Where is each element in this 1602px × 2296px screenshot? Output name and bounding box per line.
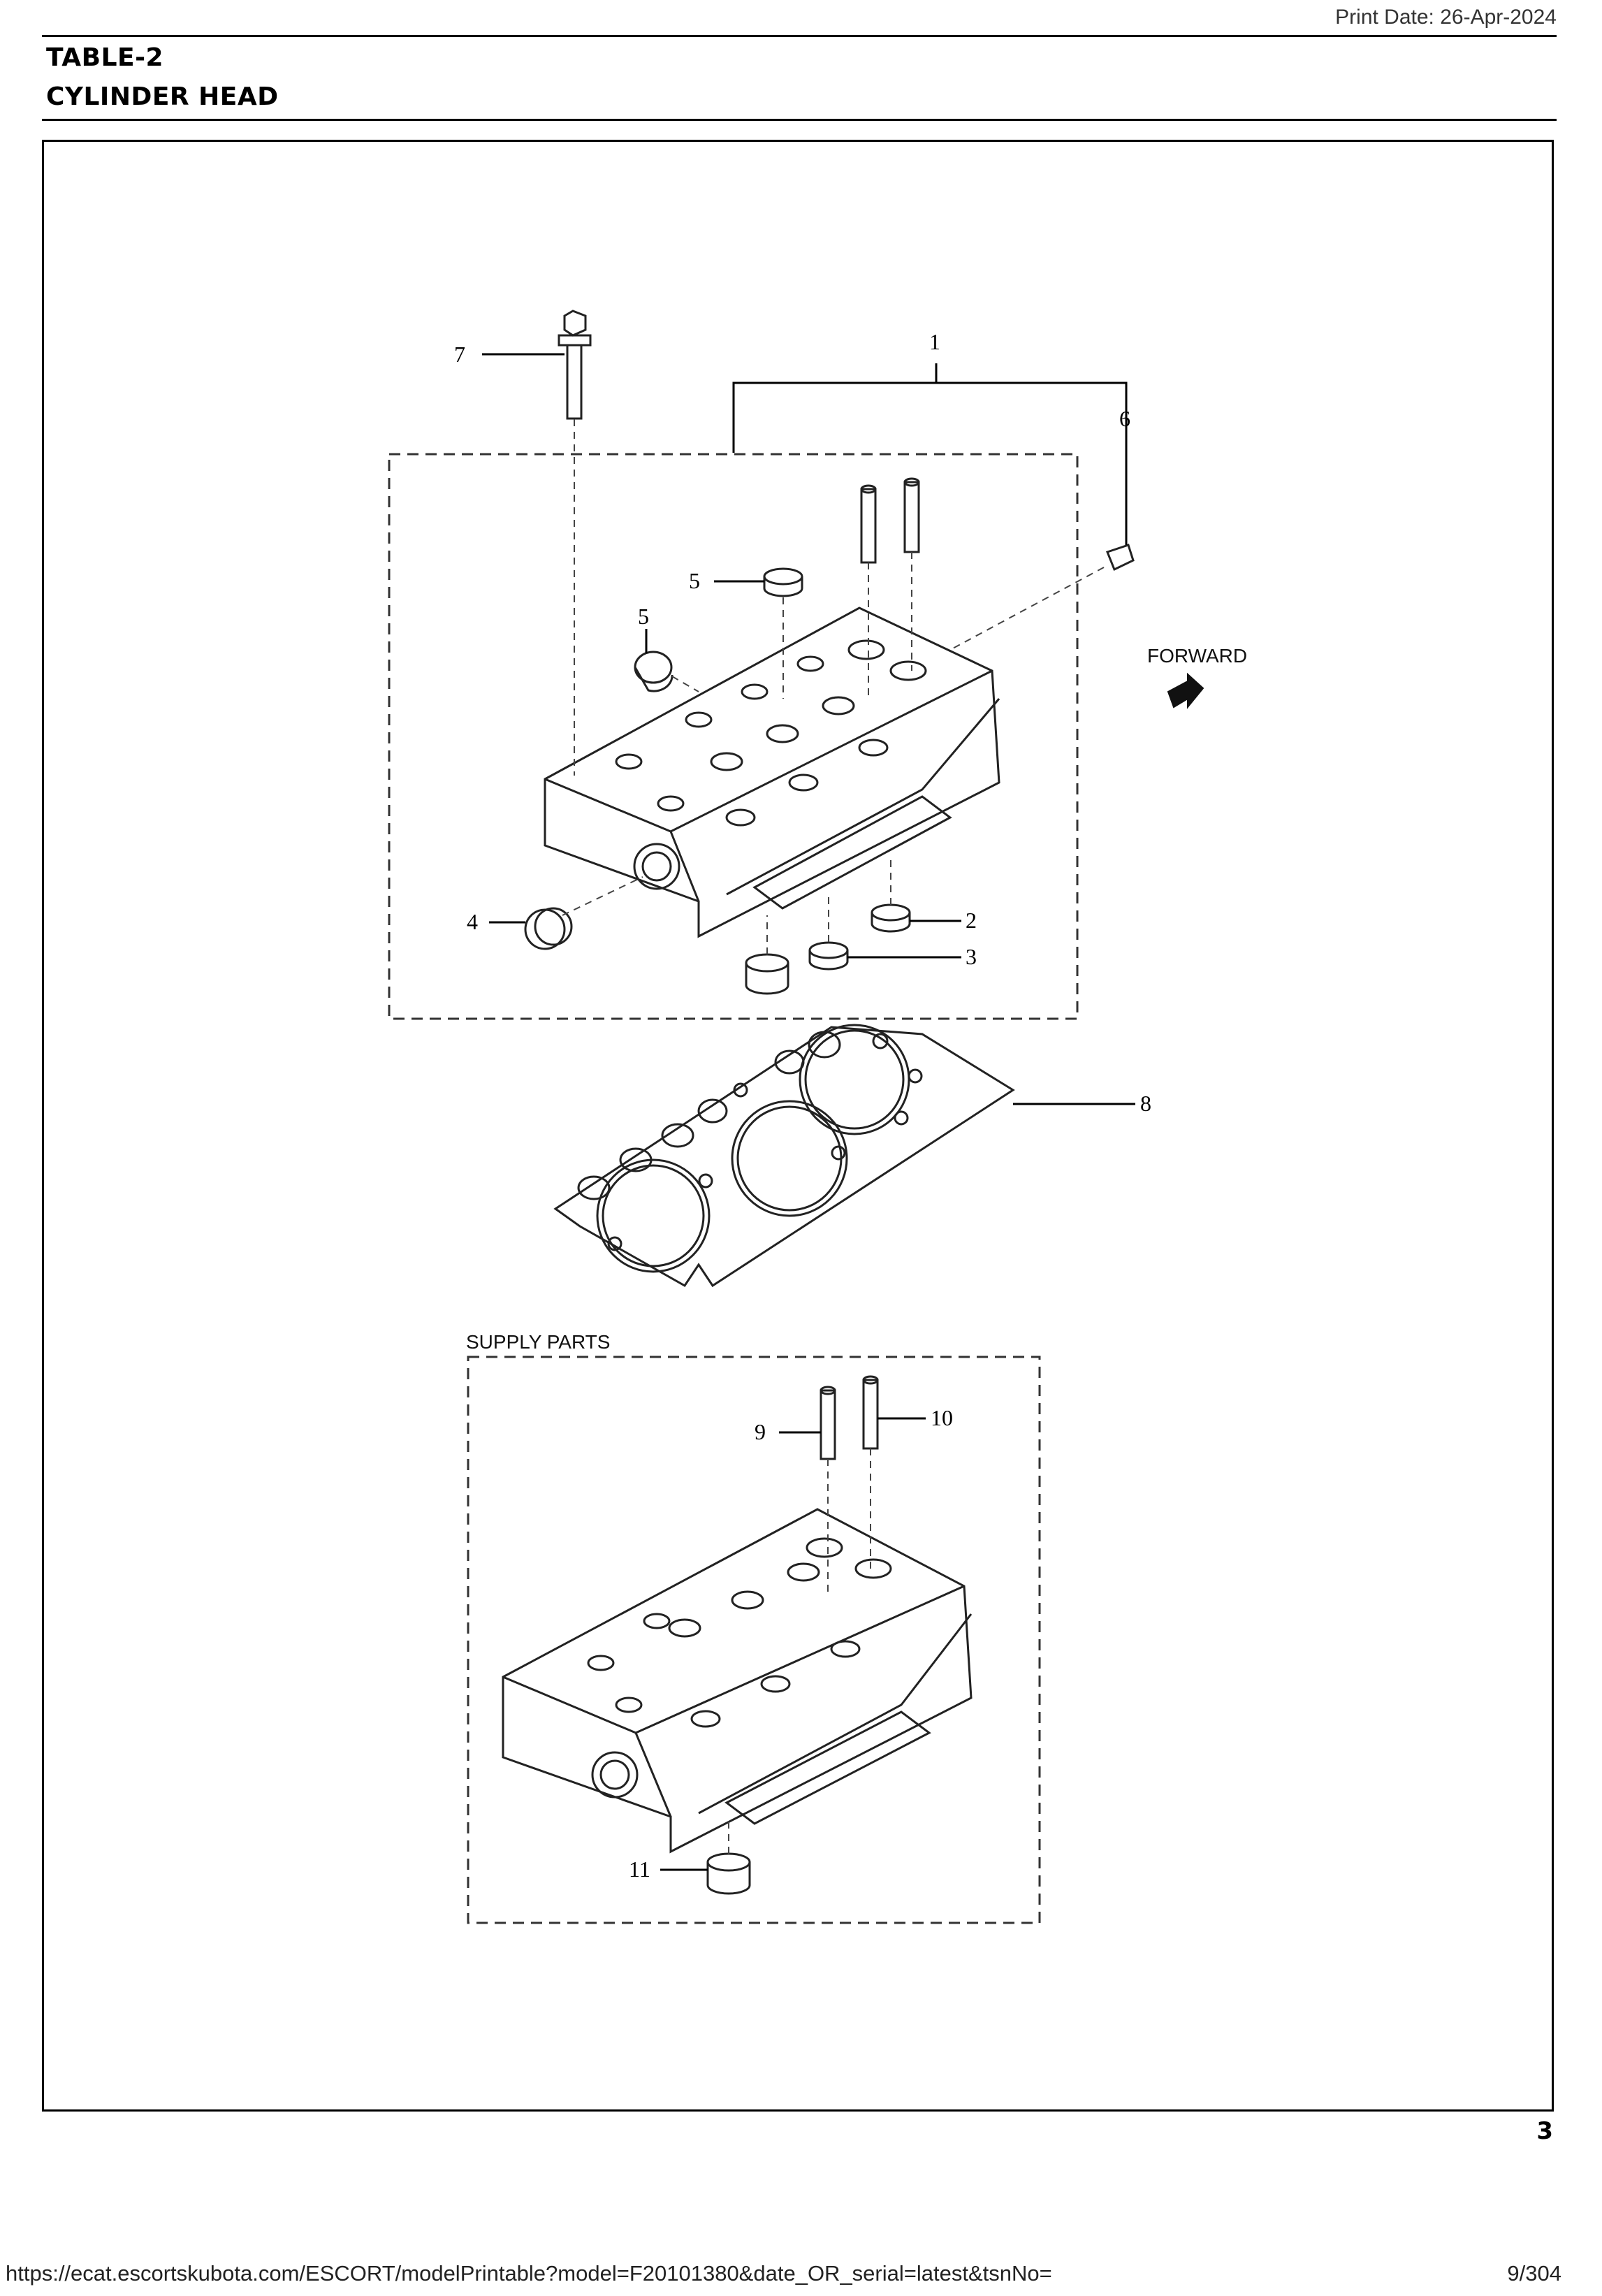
supply-parts-label: SUPPLY PARTS — [466, 1331, 610, 1353]
page-title: CYLINDER HEAD — [46, 82, 279, 111]
callout-4: 4 — [467, 909, 478, 934]
callout-11: 11 — [629, 1857, 650, 1882]
callout-1: 1 — [929, 329, 940, 354]
callout-7: 7 — [454, 342, 465, 367]
sleeve-lower — [745, 953, 789, 995]
diagram-frame — [42, 140, 1554, 2112]
top-rule — [42, 35, 1557, 37]
valve-guide-9 — [820, 1386, 836, 1460]
callout-9: 9 — [755, 1419, 766, 1444]
supply-parts-box — [467, 1356, 1041, 1924]
callout-8: 8 — [1140, 1091, 1151, 1116]
title-rule — [42, 119, 1557, 121]
head-gasket-8 — [553, 1024, 1015, 1288]
plug-5a — [763, 567, 803, 597]
table-label: TABLE-2 — [46, 43, 164, 72]
sleeve-3 — [808, 941, 849, 971]
cylinder-head-upper — [544, 606, 1000, 938]
plug-5b — [634, 651, 673, 692]
footer-page-count: 9/304 — [1507, 2261, 1561, 2286]
callout-6: 6 — [1119, 406, 1130, 431]
callout-5b: 5 — [638, 604, 649, 629]
callout-5a: 5 — [689, 568, 700, 593]
forward-arrow-icon — [1167, 672, 1204, 709]
callout-3: 3 — [966, 944, 977, 969]
forward-label: FORWARD — [1147, 645, 1247, 667]
assembly-box — [388, 453, 1079, 1020]
page-number: 3 — [1536, 2117, 1553, 2145]
plug-6 — [1106, 544, 1135, 572]
sleeve-11 — [706, 1852, 751, 1895]
cylinder-head-supply — [502, 1508, 973, 1854]
callout-2: 2 — [966, 908, 977, 933]
seal-4 — [524, 907, 573, 950]
valve-guides-upper — [860, 477, 920, 564]
callout-10: 10 — [931, 1405, 953, 1430]
bolt-7 — [558, 310, 592, 420]
valve-guide-10 — [862, 1375, 879, 1450]
print-date: Print Date: 26-Apr-2024 — [1335, 6, 1557, 29]
sleeve-2 — [871, 903, 911, 933]
footer-url[interactable]: https://ecat.escortskubota.com/ESCORT/mo… — [6, 2261, 1052, 2286]
